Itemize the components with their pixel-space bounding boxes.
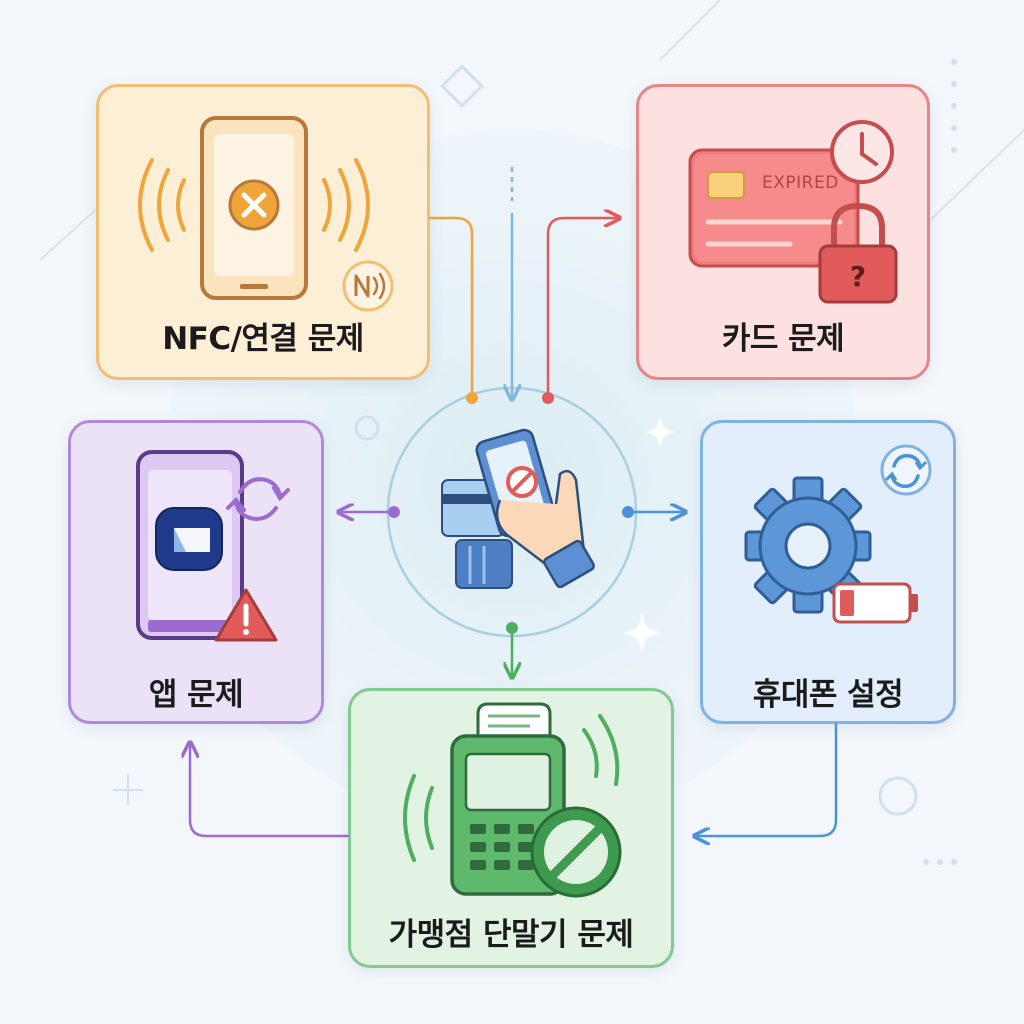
card-problem-label: 카드 문제 <box>721 321 845 357</box>
app-phone-icon <box>136 450 244 640</box>
hand-phone-icon <box>441 428 595 589</box>
nfc-signal-icon <box>138 158 370 252</box>
sync-icon <box>226 477 290 521</box>
gear-icon <box>744 476 872 614</box>
blocked-icon <box>530 806 622 898</box>
expired-badge-text: EXPIRED <box>762 173 839 193</box>
app-problem-label: 앱 문제 <box>148 677 244 713</box>
clock-icon <box>830 120 894 184</box>
phone-settings-label: 휴대폰 설정 <box>752 677 904 713</box>
lock-icon: ? <box>818 202 898 304</box>
nfc-connector <box>428 216 474 400</box>
low-battery-icon <box>832 582 918 624</box>
svg-text:?: ? <box>850 260 866 293</box>
warning-icon <box>214 588 278 642</box>
nfc-badge-icon <box>342 260 394 312</box>
card-connector <box>546 218 618 400</box>
phone-error-icon <box>200 116 308 300</box>
pos-signal-icon <box>403 714 620 862</box>
pos-terminal-label: 가맹점 단말기 문제 <box>388 917 634 953</box>
refresh-icon <box>880 444 932 496</box>
nfc-card-label: NFC/연결 문제 <box>162 321 364 357</box>
phone-to-pos-connector <box>696 722 838 836</box>
expired-card-icon <box>688 148 860 268</box>
pos-to-app-connector <box>190 744 350 838</box>
